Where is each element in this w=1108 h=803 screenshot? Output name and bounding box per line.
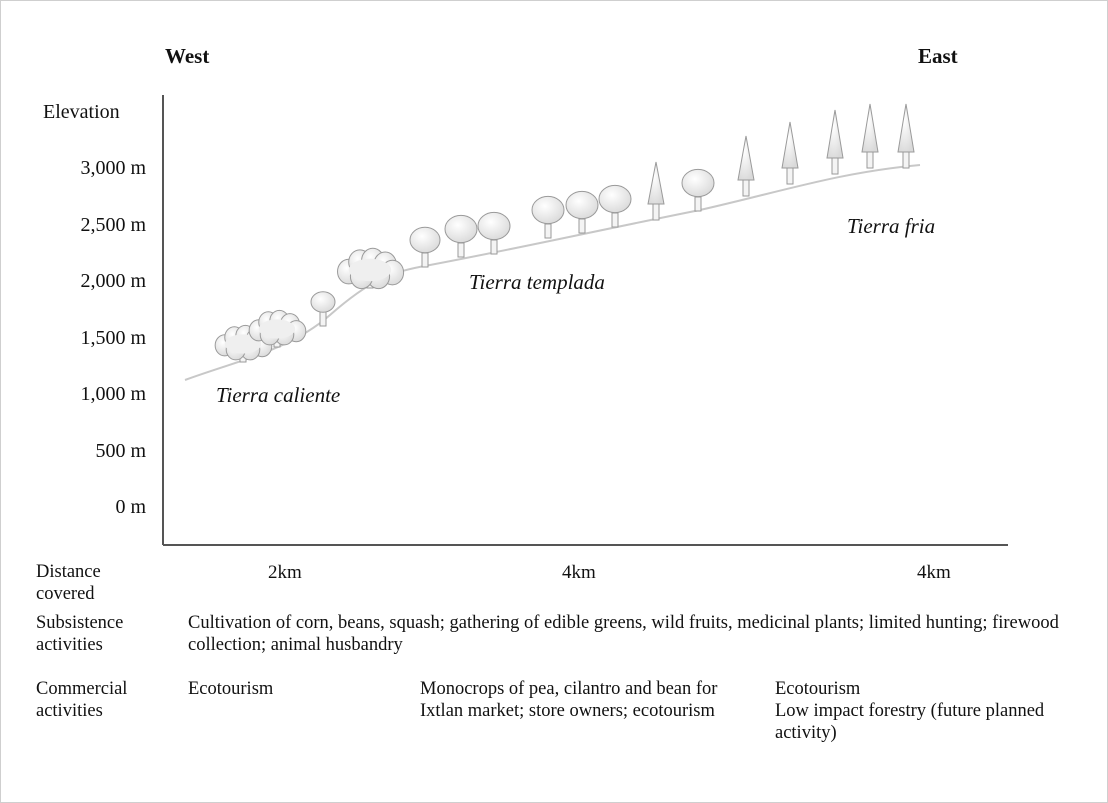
zone-label-fria: Tierra fria xyxy=(847,216,935,237)
commercial-row-label: Commercial activities xyxy=(36,678,176,722)
conifer-tree-icon xyxy=(827,110,843,174)
commercial-col3-line2: Low impact forestry (future planned acti… xyxy=(775,700,1075,744)
broadleaf-tree-icon xyxy=(410,227,440,267)
y-tick-0: 0 m xyxy=(26,497,146,517)
broadleaf-tree-icon xyxy=(599,185,631,227)
broadleaf-tree-icon xyxy=(311,292,335,326)
broadleaf-tree-icon xyxy=(566,191,598,233)
west-label: West xyxy=(165,46,209,67)
zone-label-caliente: Tierra caliente xyxy=(216,385,340,406)
subsistence-row-label: Subsistence activities xyxy=(36,612,176,656)
y-tick-2000: 2,000 m xyxy=(26,271,146,291)
conifer-tree-icon xyxy=(738,136,754,196)
conifer-tree-icon xyxy=(648,162,664,220)
shrub-icon xyxy=(338,248,404,288)
east-label: East xyxy=(918,46,958,67)
conifer-tree-icon xyxy=(862,104,878,168)
y-tick-1000: 1,000 m xyxy=(26,384,146,404)
elevation-axis-label: Elevation xyxy=(43,102,120,122)
distance-value-2: 4km xyxy=(562,563,596,582)
commercial-col1-text: Ecotourism xyxy=(188,678,388,700)
y-tick-500: 500 m xyxy=(26,441,146,461)
broadleaf-tree-icon xyxy=(478,212,510,254)
conifer-tree-icon xyxy=(898,104,914,168)
broadleaf-tree-icon xyxy=(682,169,714,211)
broadleaf-tree-icon xyxy=(445,215,477,257)
distance-value-3: 4km xyxy=(917,563,951,582)
conifer-tree-icon xyxy=(782,122,798,184)
commercial-col3-line1: Ecotourism xyxy=(775,678,1075,700)
y-tick-1500: 1,500 m xyxy=(26,328,146,348)
y-tick-2500: 2,500 m xyxy=(26,215,146,235)
broadleaf-tree-icon xyxy=(532,196,564,238)
subsistence-activities-text: Cultivation of corn, beans, squash; gath… xyxy=(188,612,1103,656)
distance-value-1: 2km xyxy=(268,563,302,582)
zone-label-templada: Tierra templada xyxy=(469,272,605,293)
commercial-col2-text: Monocrops of pea, cilantro and bean for … xyxy=(420,678,750,722)
distance-row-label: Distance covered xyxy=(36,561,146,605)
y-tick-3000: 3,000 m xyxy=(26,158,146,178)
